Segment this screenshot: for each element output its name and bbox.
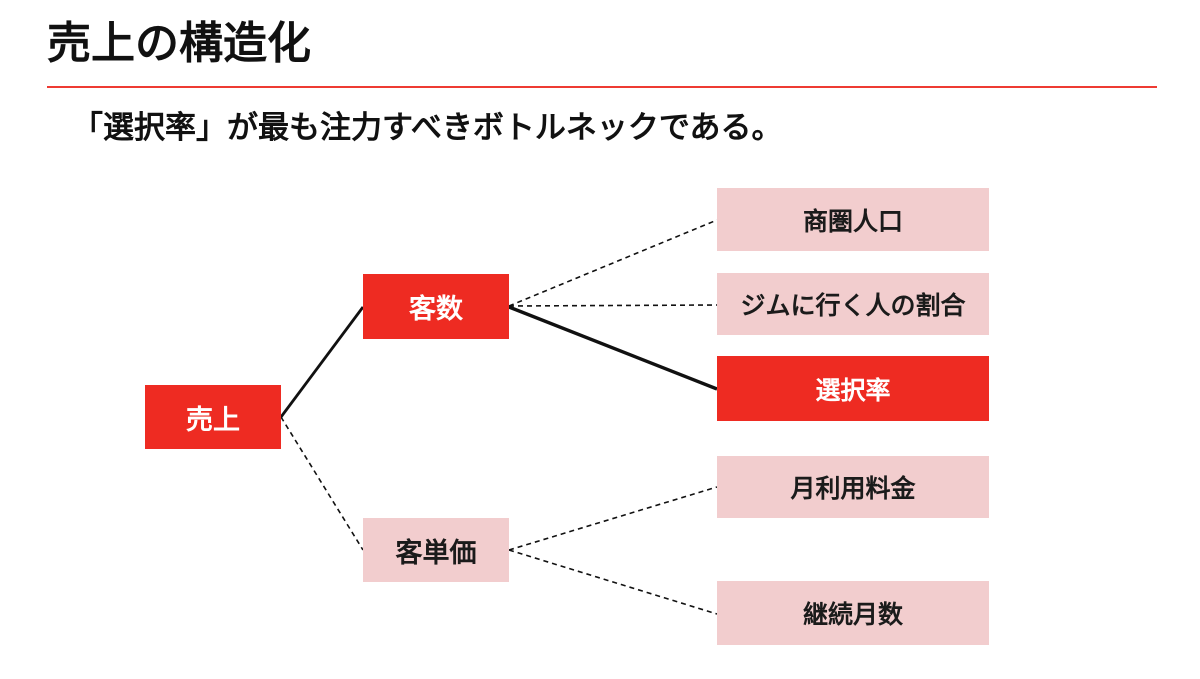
node-customer-count: 客数	[363, 274, 509, 339]
title-underline	[47, 86, 1157, 88]
node-monthly-fee: 月利用料金	[717, 456, 989, 518]
connector-customer-count-to-selection-rate	[508, 305, 718, 391]
connector-customer-count-to-market-population	[508, 219, 718, 307]
connector-price-to-retention-months	[508, 549, 718, 615]
node-sales: 売上	[145, 385, 281, 449]
connector-price-to-monthly-fee	[508, 486, 718, 551]
node-market-population: 商圏人口	[717, 188, 989, 251]
connector-customer-count-to-gym-ratio	[508, 304, 718, 307]
node-gym-ratio: ジムに行く人の割合	[717, 273, 989, 335]
connector-sales-to-price-per-customer	[280, 416, 364, 551]
node-selection-rate: 選択率	[717, 356, 989, 421]
slide-subtitle: 「選択率」が最も注力すべきボトルネックである。	[72, 110, 783, 145]
page-title: 売上の構造化	[47, 19, 311, 68]
node-price-per-customer: 客単価	[363, 518, 509, 582]
node-retention-months: 継続月数	[717, 581, 989, 645]
connector-sales-to-customer-count	[279, 306, 365, 418]
